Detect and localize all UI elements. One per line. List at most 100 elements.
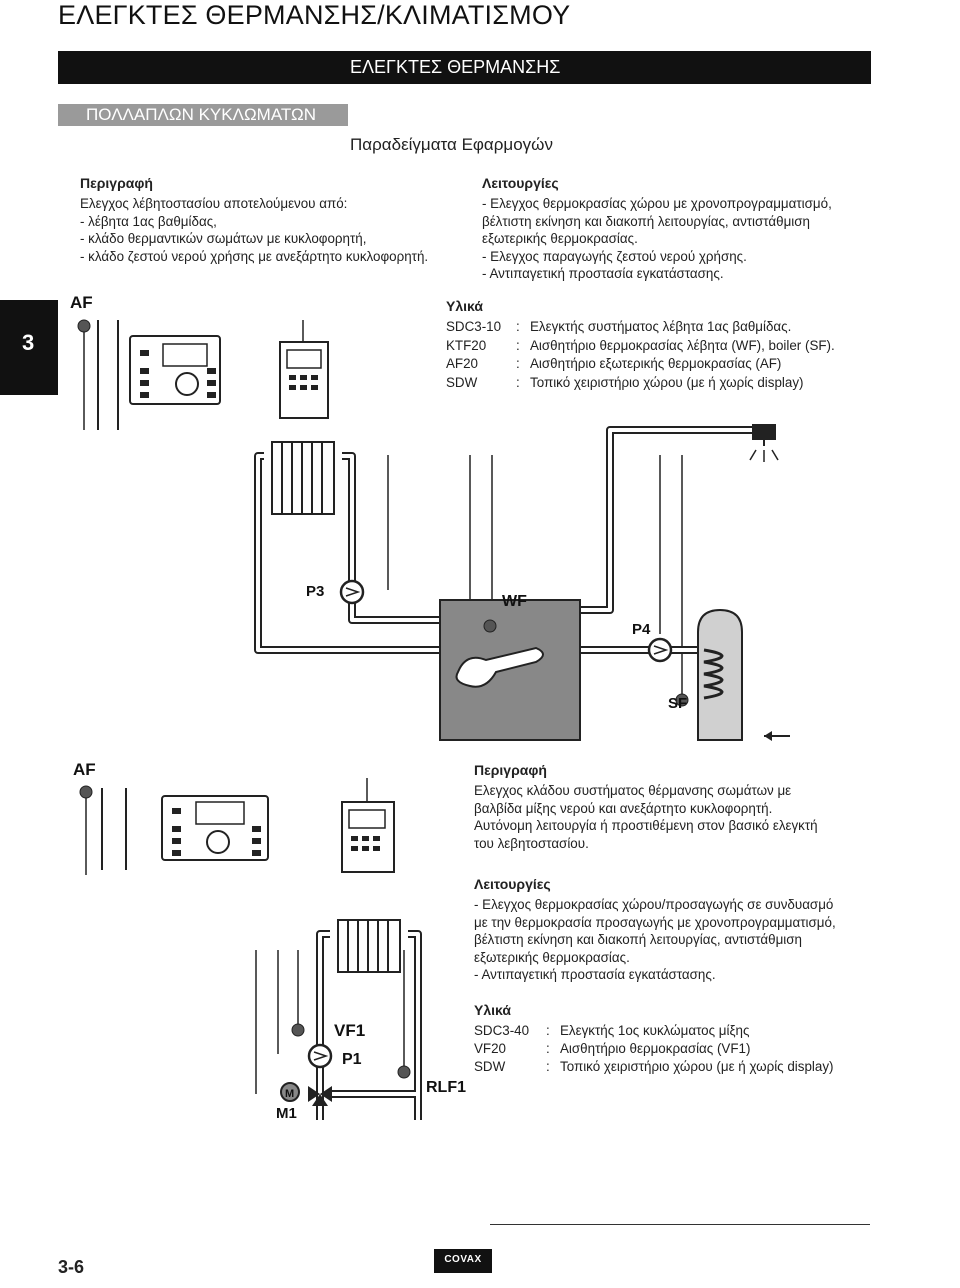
material-sep: :: [516, 319, 520, 334]
ex1-func-line: - Αντιπαγετική προστασία εγκατάστασης.: [482, 266, 724, 281]
motor-label: M: [285, 1088, 294, 1100]
ex2-desc-line: Ελεγχος κλάδου συστήματος θέρμανσης σωμά…: [474, 783, 792, 798]
af-label: AF: [73, 760, 96, 779]
footer-divider: [490, 1224, 870, 1225]
material-sep: :: [516, 356, 520, 371]
af-label: AF: [70, 293, 93, 312]
material-code: SDC3-10: [446, 319, 502, 334]
outdoor-sensor-icon: [79, 785, 93, 799]
m1-label: M1: [276, 1105, 297, 1122]
mixing-valve-icon: [308, 1086, 332, 1106]
material-text: Τοπικό χειριστήριο χώρου (με ή χωρίς dis…: [560, 1059, 834, 1074]
radiator-icon: [271, 441, 335, 515]
ex2-desc-line: του λεβητοστασίου.: [474, 835, 589, 851]
ex1-desc-line: - λέβητα 1ας βαθμίδας,: [80, 213, 217, 229]
material-row: SDC3-10 : Ελεγκτής συστήματος λέβητα 1ας…: [446, 318, 866, 337]
valve-motor-icon: [280, 1082, 300, 1102]
ex2-desc-heading: Περιγραφή: [474, 762, 547, 778]
ex1-materials: SDC3-10 : Ελεγκτής συστήματος λέβητα 1ας…: [446, 318, 866, 392]
page-number: 3-6: [58, 1257, 85, 1277]
pump-p3-icon: [339, 579, 365, 605]
ex1-desc-line: - κλάδο θερμαντικών σωμάτων με κυκλοφορη…: [80, 231, 367, 246]
outdoor-sensor-icon: [77, 319, 91, 333]
wf-label: WF: [502, 593, 527, 610]
ex1-func-line: εξωτερικής θερμοκρασίας.: [482, 231, 638, 246]
p3-label: P3: [306, 583, 324, 600]
material-sep: :: [546, 1059, 550, 1074]
material-text: Ελεγκτής συστήματος λέβητα 1ας βαθμίδας.: [530, 319, 792, 334]
material-code: KTF20: [446, 337, 487, 353]
material-text: Αισθητήριο θερμοκρασίας (VF1): [560, 1041, 751, 1056]
ex1-func-line: - Ελεγχος παραγωγής ζεστού νερού χρήσης.: [482, 248, 747, 264]
material-row: SDW : Τοπικό χειριστήριο χώρου (με ή χωρ…: [446, 374, 866, 393]
ex2-func-heading: Λειτουργίες: [474, 876, 551, 892]
shower-icon: [749, 424, 779, 462]
ex2-desc-line: Αυτόνομη λειτουργία ή προστιθέμενη στον …: [474, 818, 818, 833]
material-code: SDW: [446, 374, 478, 390]
cold-water-inlet-icon: [764, 731, 772, 741]
boiler-sensor-icon: [483, 619, 497, 633]
ex1-func-heading: Λειτουργίες: [482, 175, 559, 191]
ex2-functions: - Ελεγχος θερμοκρασίας χώρου/προσαγωγής …: [474, 896, 836, 984]
room-unit-icon: [341, 778, 395, 873]
ex1-desc-heading: Περιγραφή: [80, 175, 153, 191]
material-sep: :: [546, 1041, 550, 1056]
ex2-func-line: με την θερμοκρασία προσαγωγής με χρονοπρ…: [474, 914, 836, 930]
logo-text: COVAX: [444, 1254, 482, 1265]
ex1-functions: - Ελεγχος θερμοκρασίας χώρου με χρονοπρο…: [482, 195, 832, 283]
brand-logo: COVAX: [434, 1249, 492, 1273]
ex2-materials: SDC3-40 : Ελεγκτής 1ος κυκλώματος μίξης …: [474, 1022, 874, 1076]
material-text: Τοπικό χειριστήριο χώρου (με ή χωρίς dis…: [530, 374, 804, 390]
rlf1-label: RLF1: [426, 1079, 466, 1096]
material-code: VF20: [474, 1041, 507, 1056]
flow-sensor-icon: [291, 1023, 305, 1037]
subsection-title: ΠΟΛΛΑΠΛΩΝ ΚΥΚΛΩΜΑΤΩΝ: [86, 105, 316, 124]
material-text: Ελεγκτής 1ος κυκλώματος μίξης: [560, 1023, 750, 1038]
p1-label: P1: [342, 1051, 362, 1068]
ex2-desc-line: βαλβίδα μίξης νερού και ανεξάρτητο κυκλο…: [474, 800, 773, 816]
mixing-circuit-diagram: AF: [73, 760, 466, 1122]
ex1-desc-line: Ελεγχος λέβητοστασίου αποτελούμενου από:: [80, 196, 348, 211]
ex2-desc: Ελεγχος κλάδου συστήματος θέρμανσης σωμά…: [474, 782, 818, 852]
material-text: Αισθητήριο εξωτερικής θερμοκρασίας (AF): [530, 356, 782, 371]
section-title: ΕΛΕΓΚΤΕΣ ΘΕΡΜΑΝΣΗΣ: [350, 57, 561, 77]
pump-p1-icon: [307, 1043, 333, 1069]
boiler-system-diagram: AF: [70, 293, 790, 741]
material-code: SDC3-40: [474, 1023, 530, 1038]
material-code: AF20: [446, 356, 479, 371]
ex2-func-line: βέλτιστη εκίνηση και διακοπή λειτουργίας…: [474, 932, 802, 947]
material-row: VF20 : Αισθητήριο θερμοκρασίας (VF1): [474, 1040, 874, 1058]
material-sep: :: [516, 337, 520, 353]
boiler-icon: [439, 599, 581, 741]
ex2-func-line: εξωτερικής θερμοκρασίας.: [474, 949, 630, 965]
examples-title: Παραδείγματα Εφαρμογών: [350, 135, 553, 154]
section-bar: ΕΛΕΓΚΤΕΣ ΘΕΡΜΑΝΣΗΣ: [58, 51, 871, 84]
material-row: KTF20 : Αισθητήριο θερμοκρασίας λέβητα (…: [446, 337, 866, 356]
radiator-icon: [337, 919, 401, 973]
subsection-tab: ΠΟΛΛΑΠΛΩΝ ΚΥΚΛΩΜΑΤΩΝ: [58, 104, 348, 126]
return-sensor-icon: [397, 1065, 411, 1079]
p4-label: P4: [632, 621, 651, 638]
dhw-tank-icon: [697, 608, 743, 741]
controller-icon: [161, 795, 269, 861]
ex1-desc-line: - κλάδο ζεστού νερού χρήσης με ανεξάρτητ…: [80, 248, 429, 264]
controller-icon: [129, 335, 221, 405]
sf-label: SF: [668, 695, 687, 712]
ex2-func-line: - Ελεγχος θερμοκρασίας χώρου/προσαγωγής …: [474, 897, 834, 912]
ex2-mat-heading: Υλικά: [474, 1002, 511, 1018]
chapter-tab: 3: [0, 300, 58, 395]
dhw-sensor-icon: [675, 693, 689, 707]
pump-p4-icon: [647, 637, 673, 663]
page-title: ΕΛΕΓΚΤΕΣ ΘΕΡΜΑΝΣΗΣ/ΚΛΙΜΑΤΙΣΜΟΥ: [58, 0, 571, 30]
material-sep: :: [546, 1023, 550, 1038]
material-row: SDW : Τοπικό χειριστήριο χώρου (με ή χωρ…: [474, 1058, 874, 1076]
ex1-func-line: βέλτιστη εκίνηση και διακοπή λειτουργίας…: [482, 213, 810, 229]
ex2-func-line: - Αντιπαγετική προστασία εγκατάστασης.: [474, 967, 716, 982]
ex1-desc: Ελεγχος λέβητοστασίου αποτελούμενου από:…: [80, 195, 428, 265]
material-row: SDC3-40 : Ελεγκτής 1ος κυκλώματος μίξης: [474, 1022, 874, 1040]
material-row: AF20 : Αισθητήριο εξωτερικής θερμοκρασία…: [446, 355, 866, 374]
room-unit-icon: [279, 320, 329, 419]
chapter-number: 3: [22, 330, 35, 355]
material-text: Αισθητήριο θερμοκρασίας λέβητα (WF), boi…: [530, 337, 835, 353]
ex1-mat-heading: Υλικά: [446, 298, 483, 314]
